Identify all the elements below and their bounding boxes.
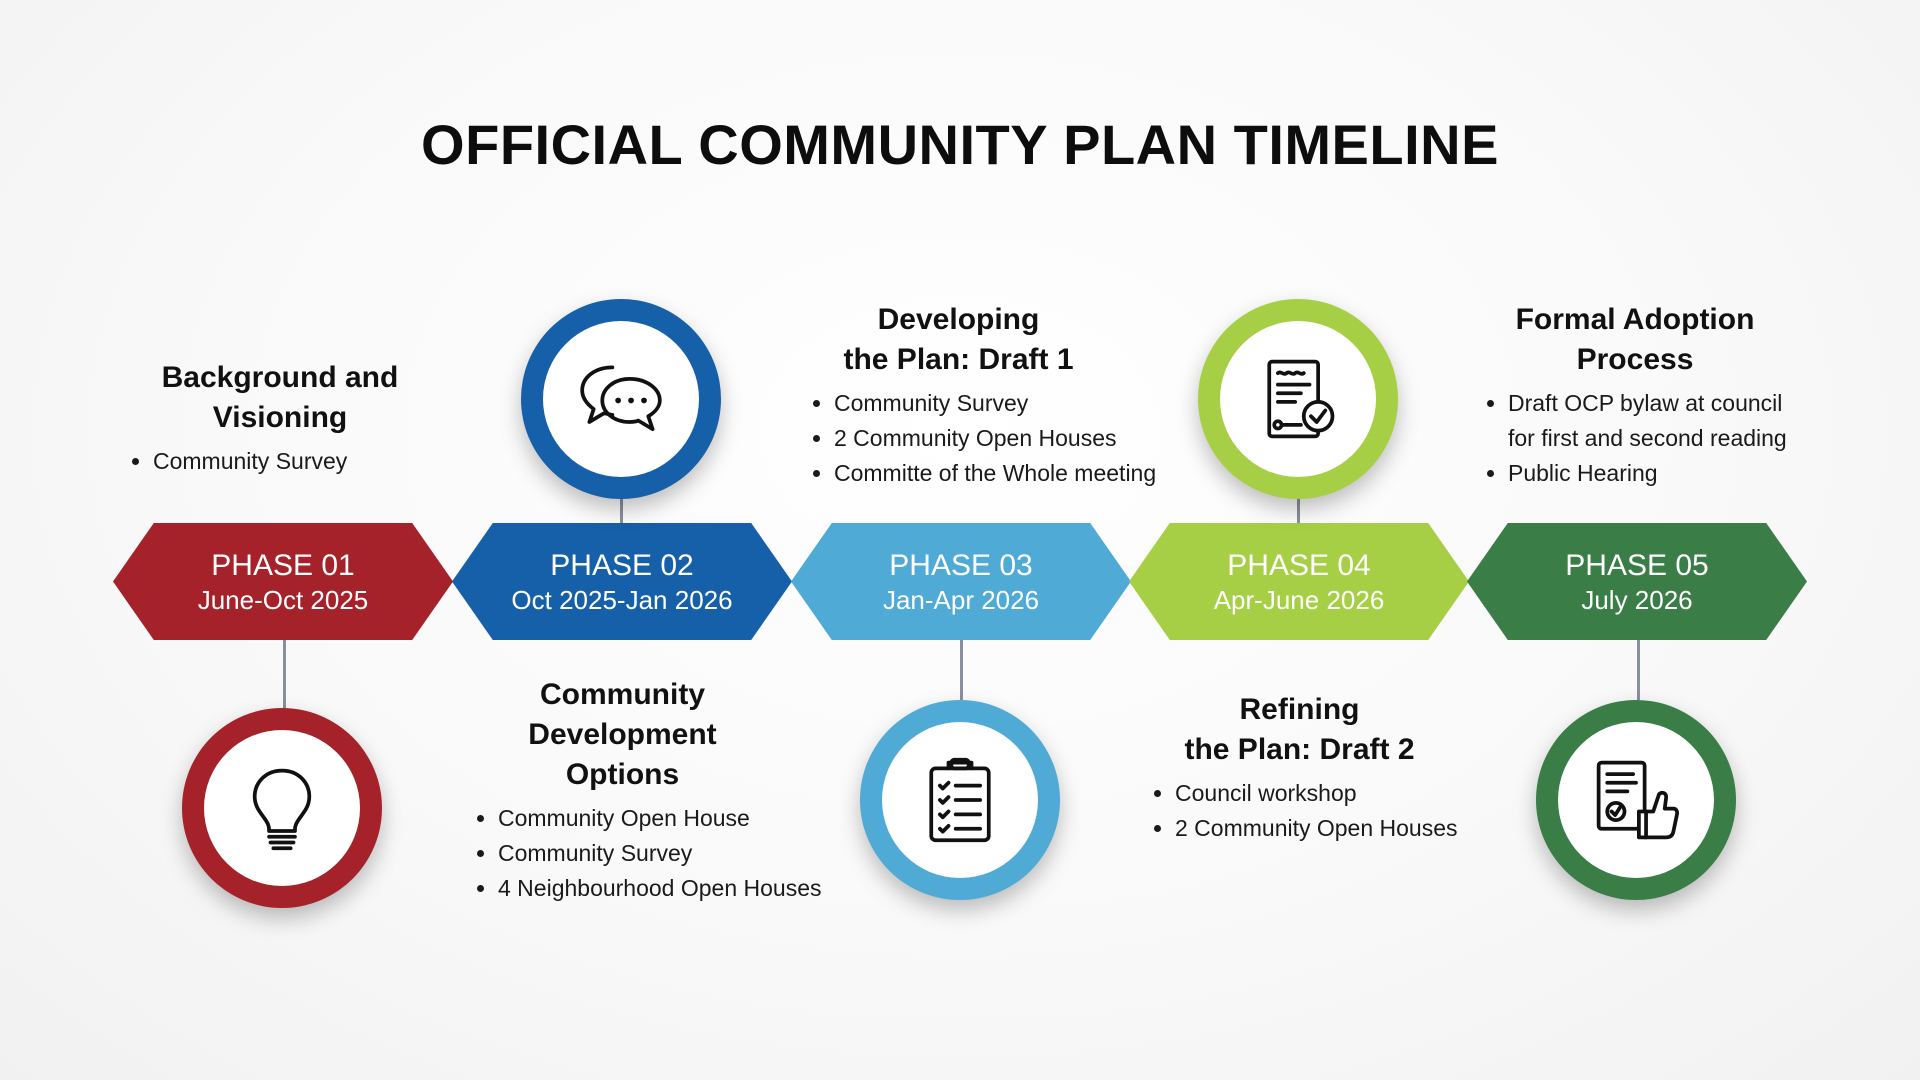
phase-02-icon-circle (521, 299, 721, 499)
phase-01-bullets: Community Survey (125, 444, 435, 479)
phase-03-icon-circle (860, 700, 1060, 900)
phase-05-dates: July 2026 (1581, 584, 1693, 615)
list-item: Public Hearing (1508, 456, 1815, 491)
list-item: Community Survey (498, 836, 870, 871)
phase-05-bullets: Draft OCP bylaw at council for first and… (1480, 386, 1815, 491)
list-item: Committe of the Whole meeting (834, 456, 1196, 491)
phase-01-dates: June-Oct 2025 (197, 584, 369, 615)
phase-01-details: Background and Visioning Community Surve… (125, 358, 435, 479)
phase-02-heading: Community Development Options (528, 678, 717, 791)
list-item: Community Survey (834, 386, 1196, 421)
phase-04-details: Refining the Plan: Draft 2 Council works… (1147, 690, 1487, 846)
list-item: 2 Community Open Houses (834, 421, 1196, 456)
phase-02-chevron: PHASE 02 Oct 2025-Jan 2026 (452, 523, 792, 640)
signed-document-icon (1267, 359, 1335, 439)
connector-phase-01 (283, 640, 286, 710)
list-item: Draft OCP bylaw at council for first and… (1508, 386, 1815, 456)
connector-phase-02 (620, 495, 623, 525)
phase-03-bullets: Community Survey 2 Community Open Houses… (806, 386, 1196, 491)
phase-04-bullets: Council workshop 2 Community Open Houses (1147, 776, 1487, 846)
connector-phase-05 (1637, 640, 1640, 700)
phase-05-icon-circle (1536, 700, 1736, 900)
list-item: Community Survey (153, 444, 435, 479)
phase-03-dates: Jan-Apr 2026 (882, 584, 1040, 615)
phase-04-label: PHASE 04 (1227, 548, 1371, 582)
phase-04-icon-circle (1198, 299, 1398, 499)
list-item: 2 Community Open Houses (1175, 811, 1487, 846)
connector-phase-03 (960, 640, 963, 700)
phase-04-chevron: PHASE 04 Apr-June 2026 (1129, 523, 1469, 640)
phase-01-heading: Background and Visioning (161, 361, 399, 434)
phase-03-label: PHASE 03 (889, 548, 1033, 582)
phase-02-dates: Oct 2025-Jan 2026 (511, 584, 733, 615)
phase-02-bullets: Community Open House Community Survey 4 … (470, 801, 870, 906)
page-title: OFFICIAL COMMUNITY PLAN TIMELINE (421, 113, 1499, 176)
phase-03-chevron: PHASE 03 Jan-Apr 2026 (791, 523, 1131, 640)
approved-document-thumbs-up-icon (1596, 760, 1680, 840)
phase-05-details: Formal Adoption Process Draft OCP bylaw … (1480, 300, 1815, 491)
phase-03-details: Developing the Plan: Draft 1 Community S… (806, 300, 1196, 491)
phase-02-details: Community Development Options Community … (470, 675, 870, 906)
phase-01-icon-circle (182, 708, 382, 908)
phase-05-chevron: PHASE 05 July 2026 (1467, 523, 1807, 640)
chat-bubbles-icon (580, 365, 662, 432)
list-item: 4 Neighbourhood Open Houses (498, 871, 870, 906)
phase-01-label: PHASE 01 (211, 548, 355, 582)
phase-05-label: PHASE 05 (1565, 548, 1709, 582)
phase-03-heading: Developing the Plan: Draft 1 (843, 303, 1074, 376)
lightbulb-icon (252, 768, 312, 851)
phase-04-heading: Refining the Plan: Draft 2 (1184, 693, 1415, 766)
phase-01-chevron: PHASE 01 June-Oct 2025 (113, 523, 453, 640)
list-item: Council workshop (1175, 776, 1487, 811)
phase-05-heading: Formal Adoption Process (1515, 303, 1755, 376)
phase-04-dates: Apr-June 2026 (1213, 584, 1385, 615)
list-item: Community Open House (498, 801, 870, 836)
clipboard-checklist-icon (929, 757, 991, 843)
connector-phase-04 (1297, 495, 1300, 525)
phase-02-label: PHASE 02 (550, 548, 694, 582)
